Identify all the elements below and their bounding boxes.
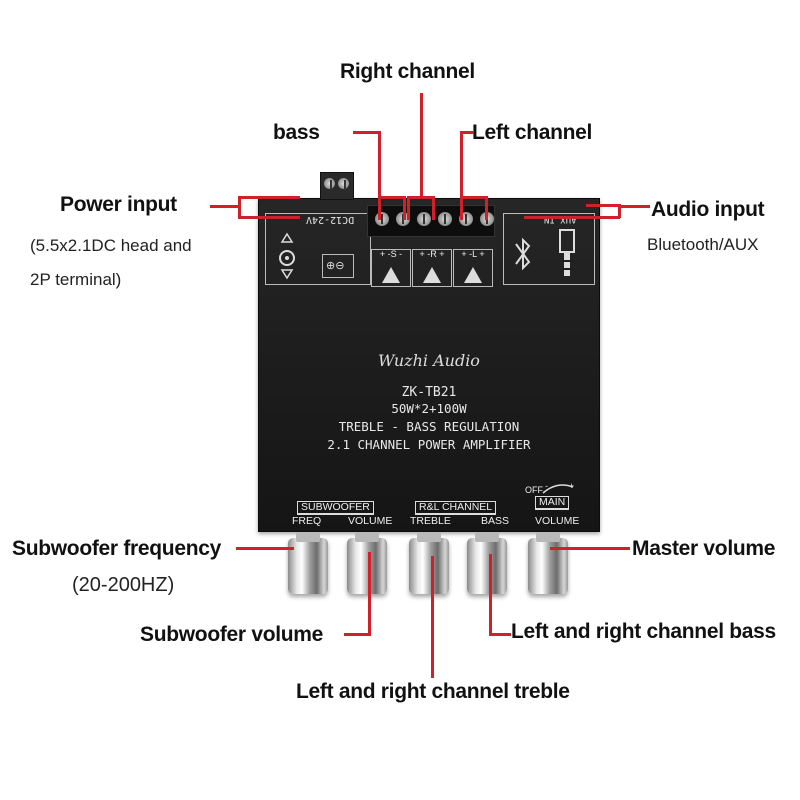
amplifier-board: DC12-24V ⊕⊖ + -S - + -R + + -L + AUX IN <box>258 198 600 532</box>
callout-line <box>378 196 381 220</box>
power-terminal-icon: ⊕⊖ <box>322 254 354 278</box>
callout-line <box>238 216 300 219</box>
left-output-label: + -L + <box>461 249 485 259</box>
callout-line <box>210 205 240 208</box>
dc-voltage-label: DC12-24V <box>306 214 355 225</box>
audio-input-note: Bluetooth/AUX <box>647 235 759 254</box>
callout-line <box>460 131 474 134</box>
subwoofer-frequency-note: (20-200HZ) <box>72 574 175 596</box>
callout-line <box>238 196 300 199</box>
volume-arc-icon: + - <box>542 481 574 494</box>
callout-line <box>618 204 621 218</box>
callout-line <box>407 196 410 220</box>
right-speaker-icon: + -R + <box>412 249 452 287</box>
knob-label-main-volume: VOLUME <box>535 515 580 527</box>
callout-line <box>489 633 511 636</box>
feature-label: TREBLE - BASS REGULATION <box>338 419 520 434</box>
callout-line <box>353 131 381 134</box>
svg-text:-: - <box>545 481 548 491</box>
callout-lr-bass: Left and right channel bass <box>511 620 776 643</box>
callout-line <box>460 196 463 220</box>
callout-line <box>431 556 434 678</box>
power-input-note-1: (5.5x2.1DC head and <box>30 236 192 255</box>
dc-jack-icon <box>279 232 295 280</box>
callout-line <box>485 196 488 220</box>
right-output-label: + -R + <box>419 249 445 259</box>
callout-left-channel: Left channel <box>472 121 593 144</box>
subwoofer-output-label: + -S - <box>379 249 403 259</box>
callout-line <box>420 93 423 198</box>
speaker-terminal-block <box>367 205 495 237</box>
callout-line <box>368 552 371 636</box>
callout-line <box>460 131 463 198</box>
dc-terminal-plug <box>320 172 354 200</box>
power-input-note-2: 2P terminal) <box>30 270 122 289</box>
callout-line <box>618 205 650 208</box>
callout-line <box>403 196 406 220</box>
callout-subwoofer-frequency: Subwoofer frequency <box>12 537 221 560</box>
callout-line <box>407 196 435 199</box>
bass-knob[interactable] <box>467 532 507 594</box>
model-label: ZK-TB21 <box>401 385 457 400</box>
subwoofer-speaker-icon: + -S - <box>371 249 411 287</box>
knob-label-freq: FREQ <box>292 515 322 527</box>
left-speaker-icon: + -L + <box>453 249 493 287</box>
svg-text:+: + <box>569 481 574 491</box>
callout-line <box>344 633 370 636</box>
audio-input-panel: AUX IN <box>503 213 595 285</box>
knob-label-bass: BASS <box>481 515 510 527</box>
bluetooth-icon <box>515 237 531 271</box>
callout-line <box>489 554 492 636</box>
treble-knob[interactable] <box>409 532 449 594</box>
subwoofer-frequency-knob[interactable] <box>288 532 328 594</box>
off-label: OFF <box>525 485 543 495</box>
callout-line <box>236 547 294 550</box>
callout-bass: bass <box>273 121 320 144</box>
subwoofer-volume-knob[interactable] <box>347 532 387 594</box>
power-input-panel: DC12-24V ⊕⊖ <box>265 213 371 285</box>
knob-label-sub-volume: VOLUME <box>348 515 393 527</box>
callout-line <box>524 216 620 219</box>
callout-line <box>460 196 488 199</box>
callout-line <box>378 131 381 198</box>
callout-line <box>550 547 630 550</box>
callout-master-volume: Master volume <box>632 537 776 560</box>
knob-label-treble: TREBLE <box>410 515 451 527</box>
callout-line <box>378 196 406 199</box>
callout-audio-input: Audio input <box>651 198 765 221</box>
callout-line <box>586 204 620 207</box>
main-group-label: MAIN <box>535 496 570 510</box>
terminal-screw[interactable] <box>417 212 431 226</box>
aux-jack-icon <box>559 229 575 276</box>
callout-line <box>432 196 435 220</box>
brand-logo: Wuzhi Audio <box>378 351 480 370</box>
callout-right-channel: Right channel <box>340 60 475 83</box>
terminal-screw[interactable] <box>438 212 452 226</box>
subwoofer-group-label: SUBWOOFER <box>297 501 374 515</box>
callout-power-input: Power input <box>60 193 177 216</box>
callout-line <box>238 196 241 218</box>
callout-lr-treble: Left and right channel treble <box>296 680 570 703</box>
power-rating-label: 50W*2+100W <box>391 401 467 416</box>
amplifier-type-label: 2.1 CHANNEL POWER AMPLIFIER <box>327 437 531 452</box>
callout-subwoofer-volume: Subwoofer volume <box>140 623 324 646</box>
rl-channel-group-label: R&L CHANNEL <box>415 501 497 515</box>
